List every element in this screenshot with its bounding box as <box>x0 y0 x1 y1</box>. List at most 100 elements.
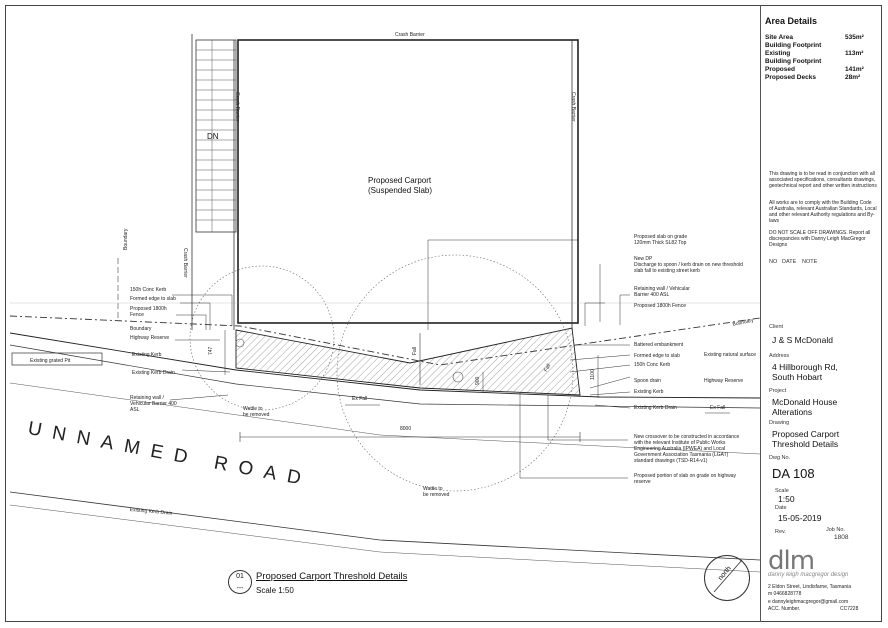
existing-kerb-label: Existing Kerb <box>132 352 162 358</box>
dim-900: 900 <box>475 376 481 385</box>
retaining-wall-right-label: Retaining wall / Vehicular Barrier 400 A… <box>634 286 690 298</box>
project-label: Project <box>769 388 787 394</box>
firm-acc-number: CC7228 <box>840 606 859 612</box>
discharge-note: Discharge to spoon / kerb drain on new t… <box>634 262 743 274</box>
existing-grated-pit <box>11 352 103 366</box>
slab-note: Proposed slab on grade 120mm Thick SL82 … <box>634 234 688 246</box>
general-note-2: All works are to comply with the Buildin… <box>769 200 877 224</box>
proposed-portion-note: Proposed portion of slab on grade on hig… <box>634 473 737 485</box>
detail-title-block: 01 --- Proposed Carport Threshold Detail… <box>220 568 435 604</box>
dim-1100: 1100 <box>590 369 596 380</box>
general-note-1: This drawing is to be read in conjunctio… <box>769 171 877 189</box>
area-row-label: Proposed <box>765 66 795 73</box>
detail-title: Proposed Carport Threshold Details <box>256 571 408 582</box>
crash-barrier-label: Crash Barrier <box>570 92 576 122</box>
date-value: 15-05-2019 <box>778 513 822 523</box>
crash-barrier-label: Crash Barrier <box>182 248 188 278</box>
area-row-label: Proposed Decks <box>765 74 816 81</box>
existing-kerb-drain <box>9 344 760 409</box>
fence-right-label: Proposed 1800h Fence <box>634 303 686 309</box>
road-edge-1 <box>9 382 760 455</box>
existing-kerb-label: Existing Kerb <box>634 389 664 395</box>
stair-outline <box>195 39 237 233</box>
detail-scale: Scale 1:50 <box>256 586 294 595</box>
client-label: Client <box>769 324 784 330</box>
wattle-1-label: Wattle to <box>243 406 263 412</box>
revision-note-header: NOTE <box>802 259 818 265</box>
existing-kerb-drain-label: Existing Kerb Drain <box>132 370 175 376</box>
fall-label: Fall <box>412 346 418 355</box>
area-row-value: 535m² <box>845 34 864 41</box>
conc-kerb-label: 150h Conc Kerb <box>634 362 671 368</box>
firm-mobile: m 0466828778 <box>768 591 802 597</box>
fence-left-label: Proposed 1800h Fence <box>130 306 167 318</box>
dim-747: 747 <box>208 346 214 355</box>
formed-edge-label: Formed edge to slab <box>634 353 680 359</box>
dwg-no: DA 108 <box>772 466 815 481</box>
boundary-label: Boundary <box>123 228 129 250</box>
wattle-2-label: be removed <box>423 492 450 498</box>
boundary-label: Boundary <box>130 326 152 332</box>
boundary-line <box>9 315 760 366</box>
wattle-1-label: be removed <box>243 412 270 418</box>
area-details-title: Area Details <box>765 16 818 26</box>
job-no: 1808 <box>834 534 849 541</box>
existing-grated-pit-label: Existing grated Pit <box>30 358 71 364</box>
area-row-label: Site Area <box>765 34 793 41</box>
address-line-2: South Hobart <box>772 372 823 382</box>
title-block-column <box>760 5 882 622</box>
carport-label-line-1: Proposed Carport <box>368 176 432 185</box>
drawing-line-1: Proposed Carport <box>772 429 840 439</box>
road-edge-3 <box>9 504 760 573</box>
road-edge-2 <box>9 491 760 561</box>
wattle-canopy-right <box>336 254 574 492</box>
scale-value: 1:50 <box>778 494 795 504</box>
project-line-1: McDonald House <box>772 397 838 407</box>
area-row-value: 28m² <box>845 74 861 81</box>
area-row-value: 141m² <box>845 66 864 73</box>
general-note-3: DO NOT SCALE OFF DRAWINGS. Report all di… <box>769 230 871 248</box>
rev-label: Rev. <box>775 529 786 535</box>
north-label: north <box>717 565 733 582</box>
detail-sheet-ref: --- <box>236 585 244 592</box>
address-label: Address <box>769 353 790 359</box>
revision-no-header: NO <box>769 259 778 265</box>
existing-kerb-drain-label: Existing Kerb Drain <box>634 405 677 411</box>
firm-address: 2 Eldon Street, Lindisfarne, Tasmania <box>768 584 852 590</box>
carport-label-line-2: (Suspended Slab) <box>368 186 433 195</box>
area-row-label: Building Footprint <box>765 42 822 49</box>
area-row-label: Building Footprint <box>765 58 822 65</box>
drawing-label: Drawing <box>769 420 790 426</box>
ex-fall-label: Ex Fall <box>710 405 726 411</box>
ex-fall-label: Ex Fall <box>352 396 368 402</box>
retaining-wall-left-label: Retaining wall / Vehicular Barrier 400 A… <box>130 395 177 413</box>
client-name: J & S McDonald <box>772 335 833 345</box>
crossover-note: New crossover to be constructed in accor… <box>634 434 740 464</box>
area-row-value: 113m² <box>845 50 864 57</box>
dim-8000: 8000 <box>400 426 412 432</box>
dwg-no-label: Dwg No. <box>769 455 791 461</box>
detail-number: 01 <box>236 573 244 580</box>
sheet-border <box>5 5 882 622</box>
site-plan-drawing <box>9 34 760 593</box>
stair-treads <box>196 49 236 221</box>
battered-embankment-label: Battered embankment <box>634 342 684 348</box>
revision-date-header: DATE <box>782 259 797 265</box>
wattle-2-label: Wattle to <box>423 486 443 492</box>
natural-surface-label: Existing natural surface <box>704 352 756 358</box>
drawing-line-2: Threshold Details <box>772 439 839 449</box>
firm-tagline: danny leigh macgregor design <box>768 572 849 578</box>
job-no-label: Job No. <box>826 527 845 533</box>
highway-reserve-label: Highway Reserve <box>704 378 744 384</box>
north-arrow-icon: north <box>704 555 750 601</box>
firm-acc-label: ACC. Number. <box>768 606 801 612</box>
address-line-1: 4 Hillborough Rd, <box>772 362 838 372</box>
crash-barrier-label: Crash Barrier <box>395 32 425 38</box>
firm-email: e dannyleighmacgregor@gmail.com <box>768 599 849 605</box>
wattle-canopy-left <box>189 265 335 411</box>
highway-reserve-label: Highway Reserve <box>130 335 170 341</box>
date-label: Date <box>775 505 787 511</box>
project-line-2: Alterations <box>772 407 813 417</box>
new-dp-label: New DP <box>634 256 653 262</box>
